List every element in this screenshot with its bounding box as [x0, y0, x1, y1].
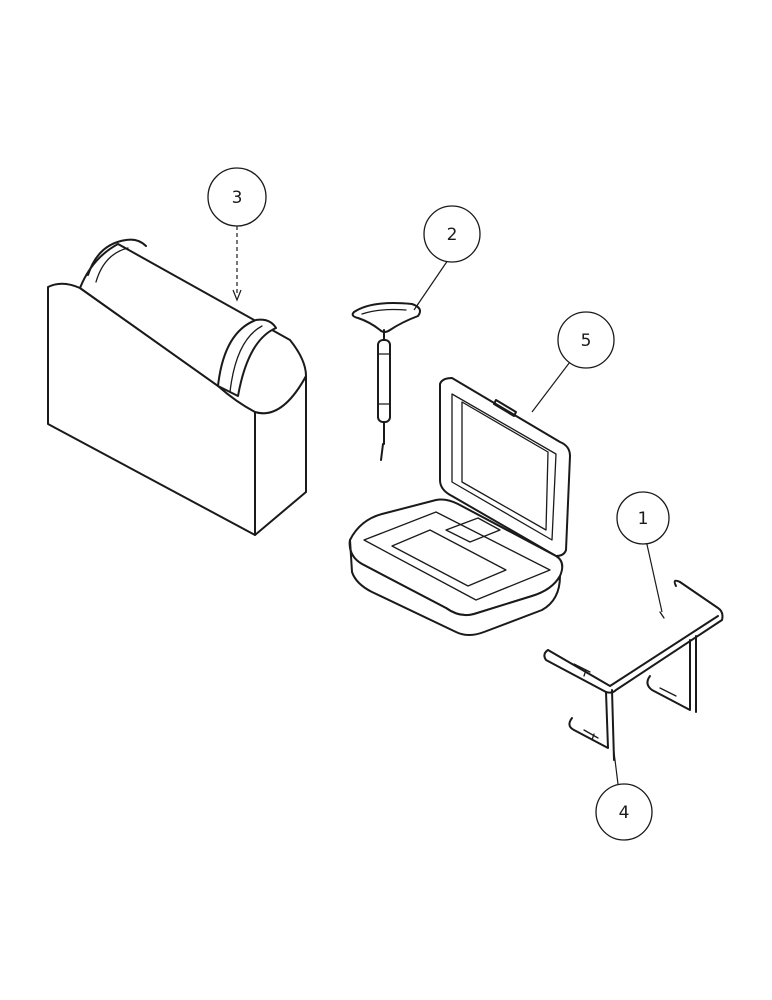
callout-5: 5: [557, 311, 615, 369]
callout-1-label: 1: [638, 509, 649, 529]
leader-lines: [232, 226, 663, 785]
part-2-t-handle-probe: [351, 302, 421, 461]
callout-5-label: 5: [581, 331, 592, 351]
part-3-cushion-block: [47, 238, 307, 536]
callout-2: 2: [423, 205, 481, 263]
callout-2-label: 2: [447, 225, 458, 245]
callout-4-label: 4: [619, 803, 630, 823]
part-4-mounting-bracket: [543, 579, 724, 761]
callout-4: 4: [595, 783, 653, 841]
callout-1: 1: [616, 491, 670, 545]
callout-3-label: 3: [232, 188, 243, 208]
part-5-carrying-case: [348, 377, 571, 636]
callout-3: 3: [207, 167, 267, 227]
